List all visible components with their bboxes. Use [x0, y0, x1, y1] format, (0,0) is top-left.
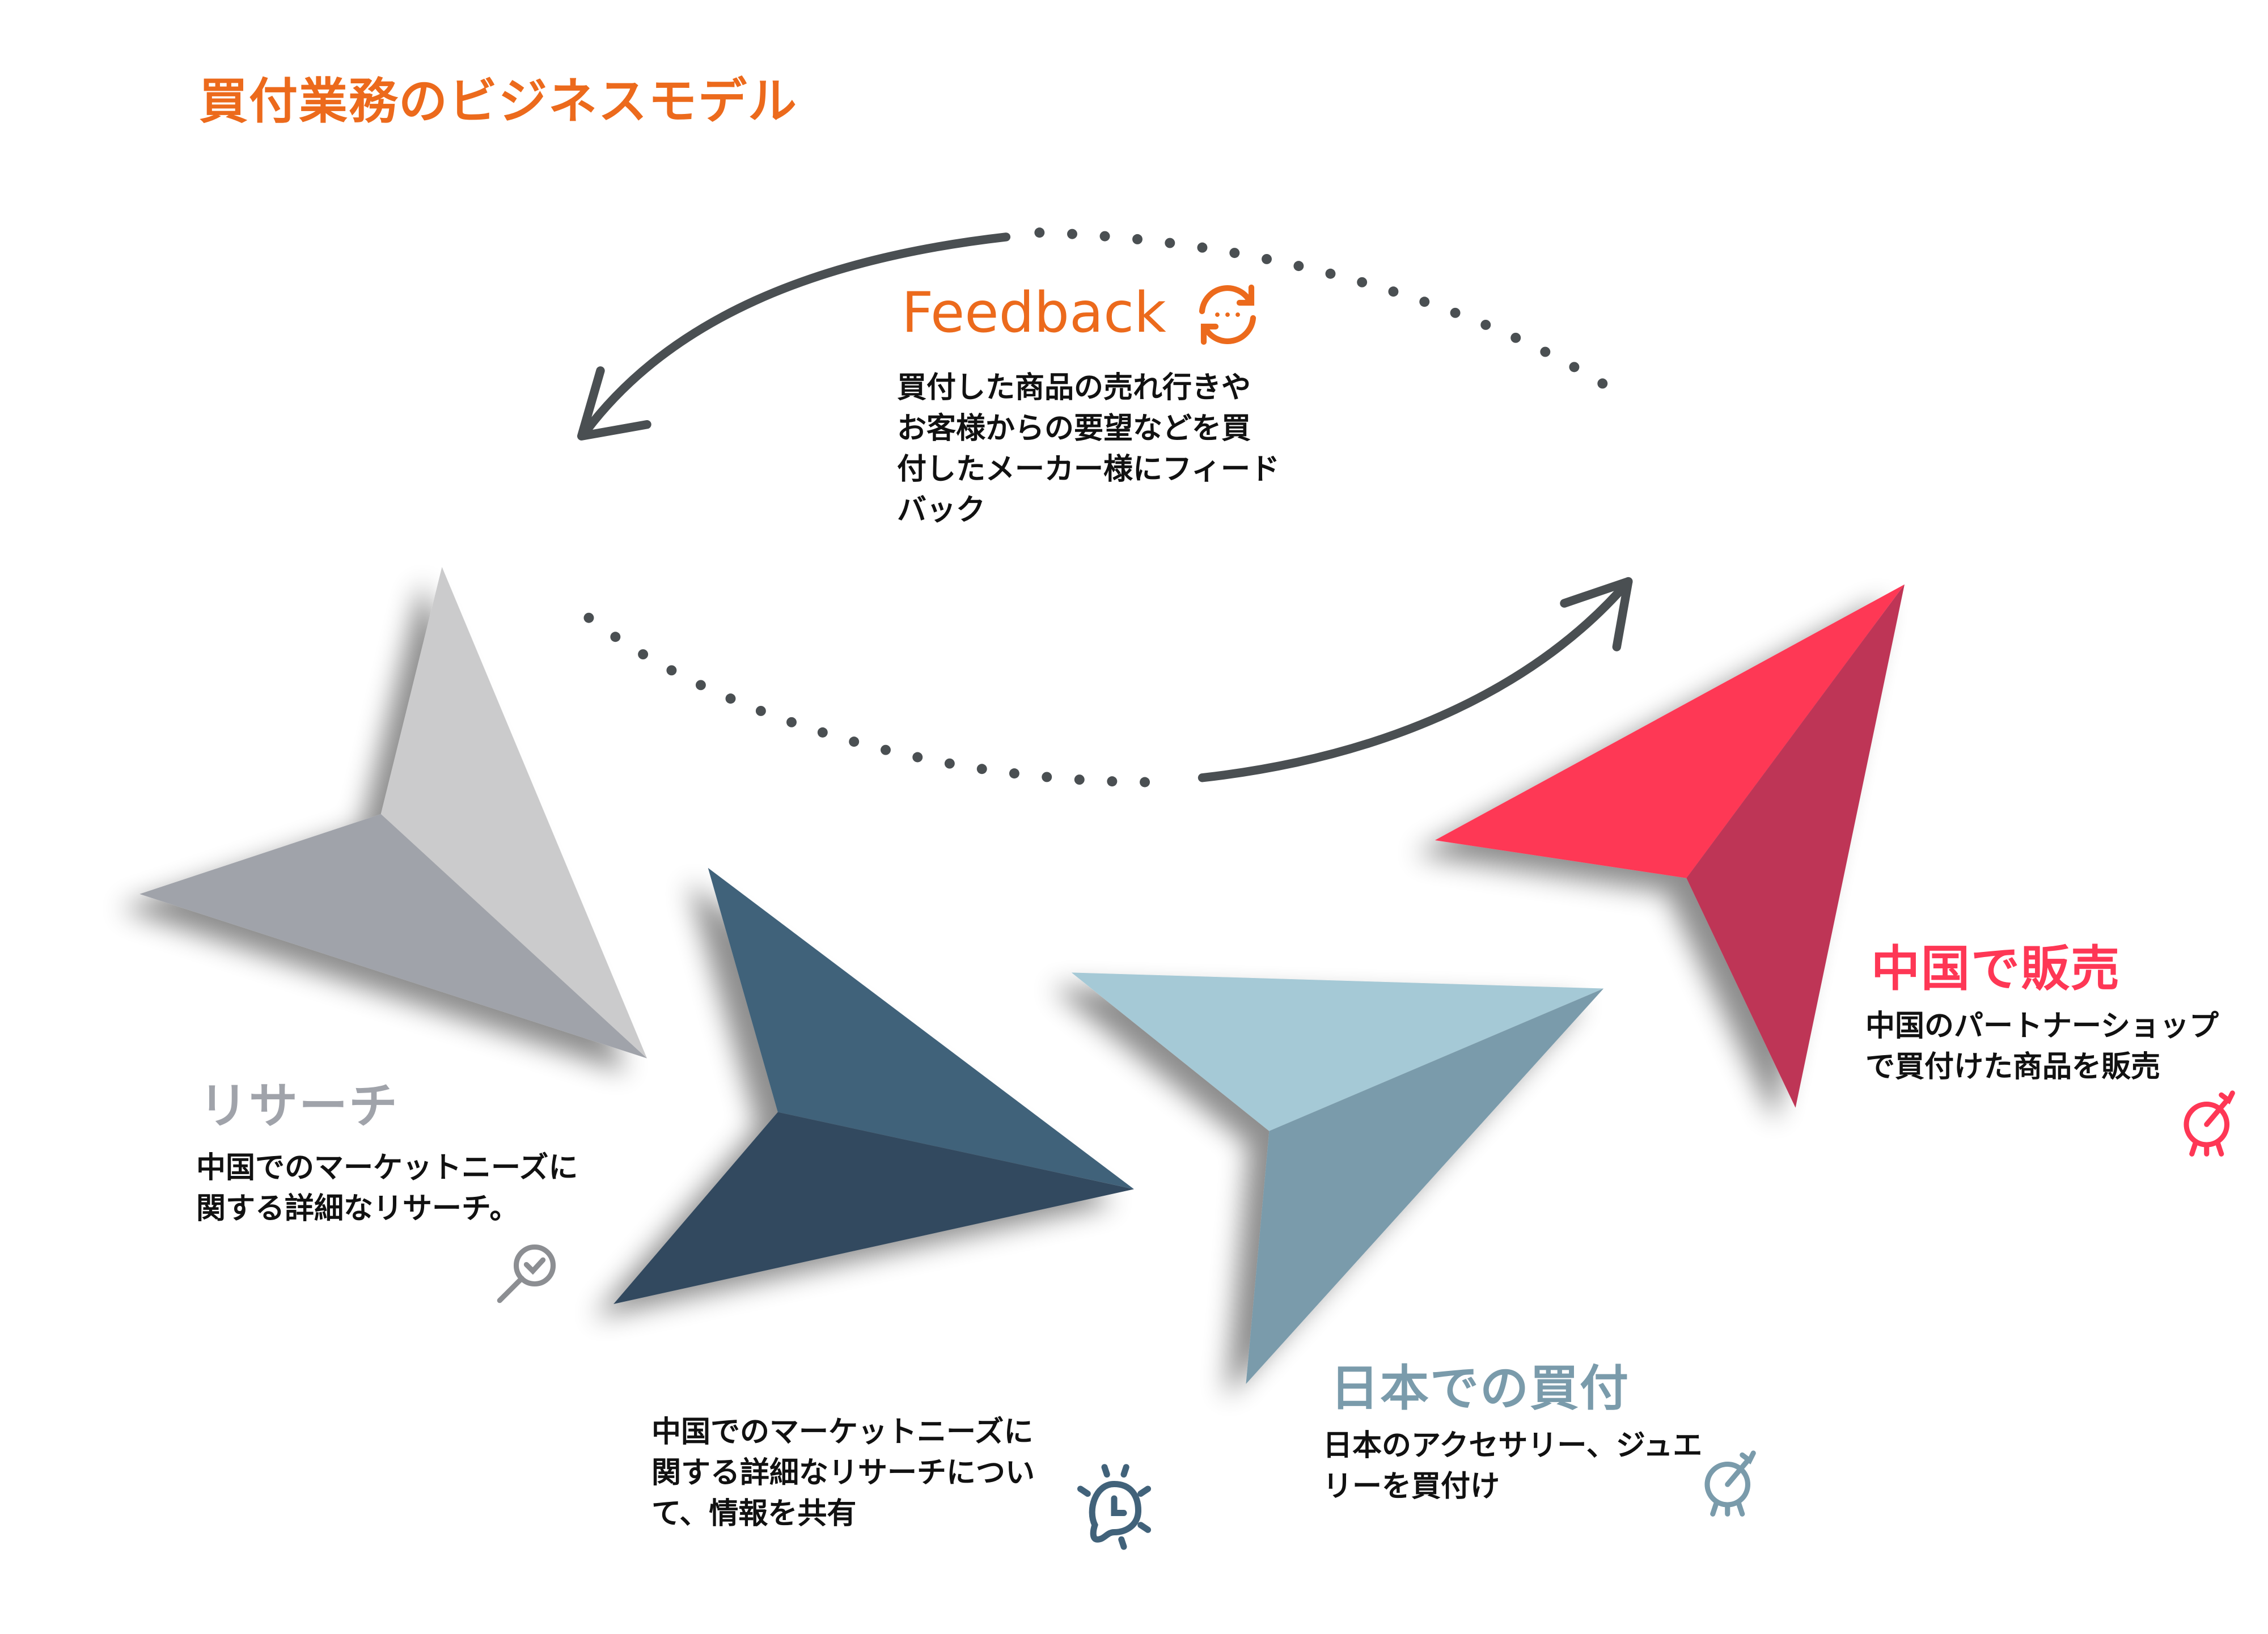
plane-research: [139, 566, 648, 1059]
text-line: 関する詳細なリサーチ。: [196, 1192, 519, 1226]
text-line: て、情報を共有: [651, 1497, 857, 1531]
step-description-buy-japan: 日本のアクセサリー、ジュエ リーを買付け: [1323, 1425, 1702, 1507]
text-line: 付したメーカー様にフィード: [897, 452, 1280, 486]
text-line: リーを買付け: [1323, 1470, 1500, 1504]
feedback-description: 買付した商品の売れ行きや お客様からの要望などを買 付したメーカー様にフィード …: [897, 367, 1280, 531]
step-description-sell-china: 中国のパートナーショップ で買付けた商品を販売: [1865, 1006, 2219, 1087]
plane-sell-china: [1435, 584, 1905, 1108]
lightbulb-clock-icon: [1077, 1464, 1152, 1550]
text-line: 中国でのマーケットニーズに: [196, 1151, 578, 1185]
text-line: 日本のアクセサリー、ジュエ: [1323, 1429, 1703, 1463]
step-description-share: 中国でのマーケットニーズに 関する詳細なリサーチについ て、情報を共有: [651, 1412, 1035, 1534]
text-line: 中国のパートナーショップ: [1865, 1009, 2219, 1043]
step-title-sell-china: 中国で販売: [1871, 941, 2121, 997]
feedback-arrow-top: [577, 227, 1626, 441]
target-icon: [1704, 1450, 1756, 1517]
step-title-buy-japan: 日本での買付: [1330, 1360, 1630, 1417]
page-title: 買付業務のビジネスモデル: [199, 73, 798, 130]
plane-share: [613, 867, 1134, 1304]
text-line: 買付した商品の売れ行きや: [897, 371, 1251, 405]
text-line: お客様からの要望などを買: [897, 412, 1251, 446]
step-title-research: リサーチ: [199, 1078, 399, 1135]
text-line: 中国でのマーケットニーズに: [651, 1415, 1034, 1449]
step-description-research: 中国でのマーケットニーズに 関する詳細なリサーチ。: [196, 1148, 578, 1229]
text-line: バック: [897, 493, 986, 527]
text-line: で買付けた商品を販売: [1865, 1050, 2161, 1084]
plane-buy-japan: [1071, 972, 1604, 1384]
feedback-title: Feedback: [902, 281, 1166, 345]
refresh-chat-icon: [1199, 284, 1256, 345]
target-icon: [2184, 1090, 2235, 1157]
search-check-icon: [497, 1244, 556, 1303]
text-line: 関する詳細なリサーチについ: [651, 1456, 1035, 1490]
cycle-arrow-bottom: [583, 577, 1633, 788]
